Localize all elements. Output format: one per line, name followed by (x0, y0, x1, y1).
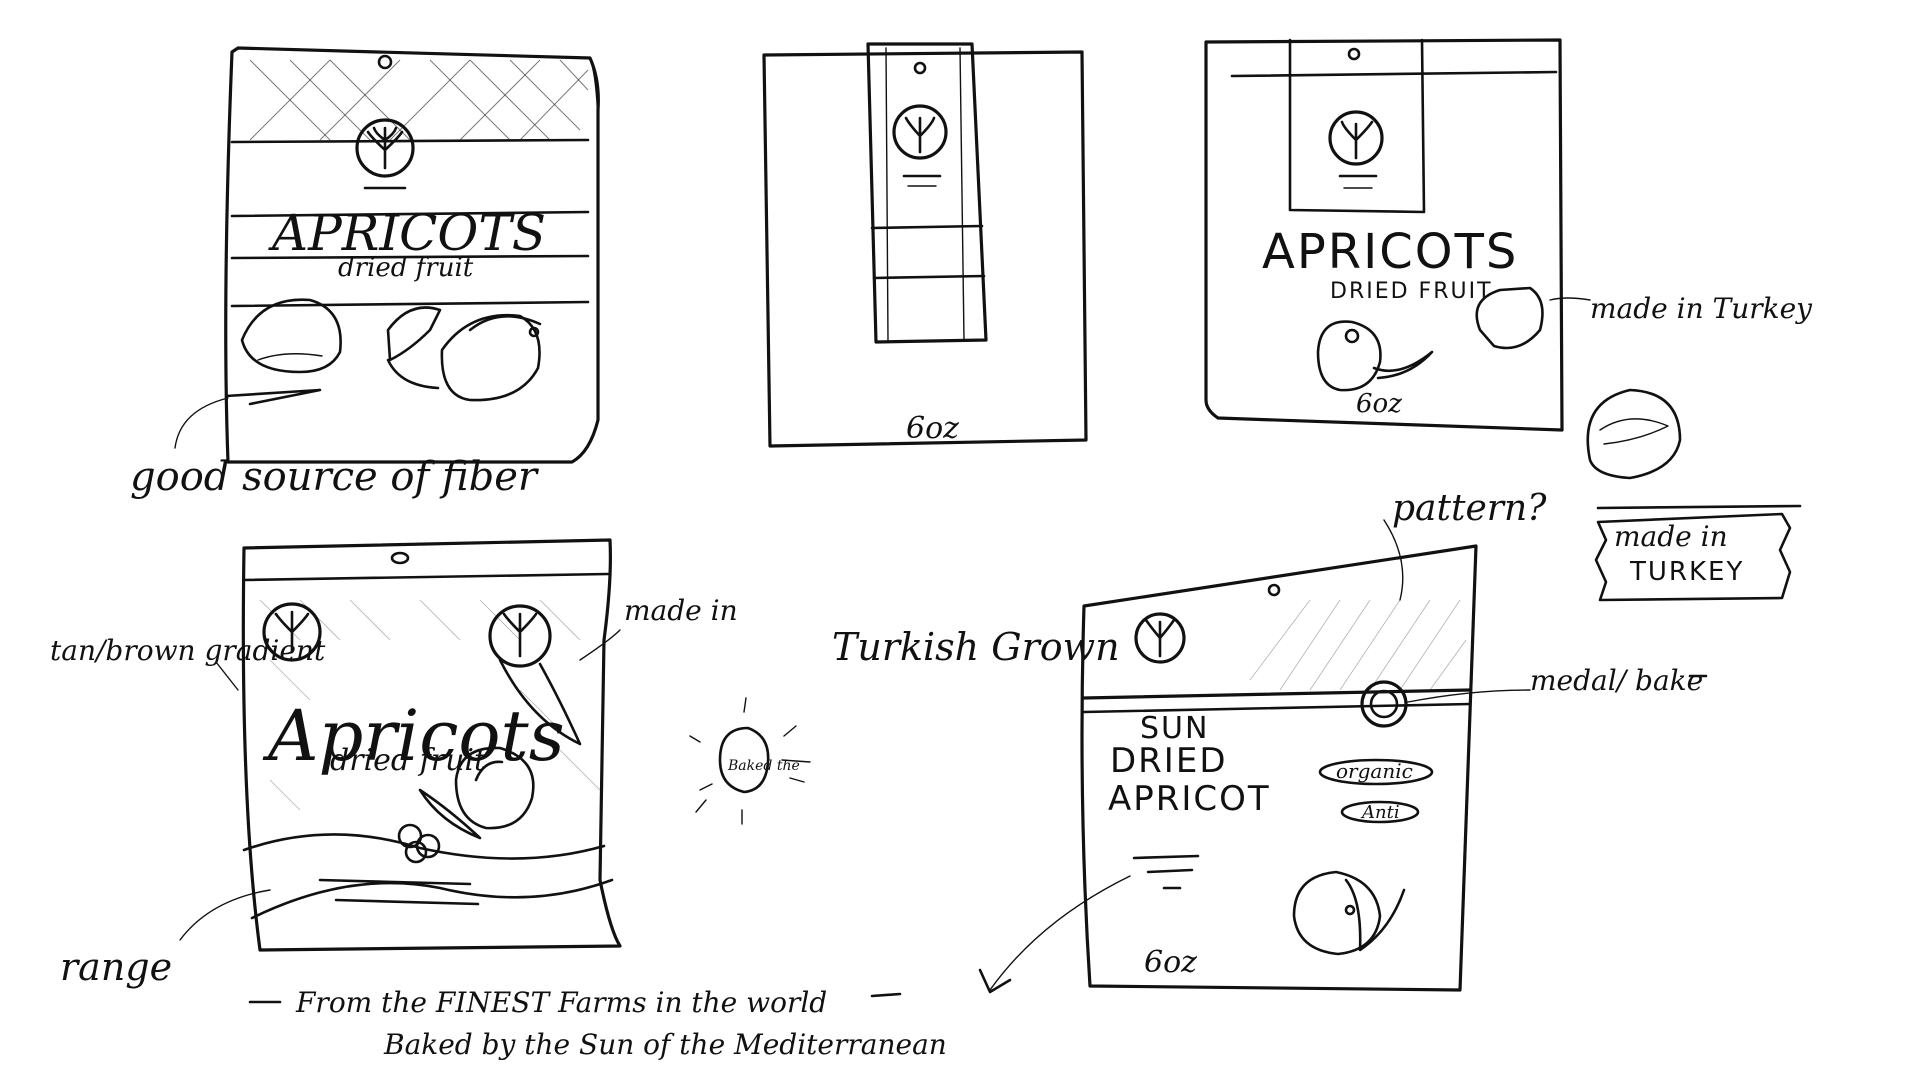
sun-badge: Baked the (689, 697, 811, 825)
sketch-5-badge-organic: organic (1318, 758, 1434, 786)
sketch-3-logo (1328, 110, 1384, 189)
svg-text:Anti: Anti (1360, 802, 1400, 823)
pattern-note: pattern? (1392, 488, 1547, 529)
sketch-5-package: medal/ bake SUN DRIED APRICOT organic An… (978, 519, 1708, 994)
sketch-1-title: APRICOTS (268, 204, 546, 262)
sketch-5-weight: 6oz (1144, 945, 1197, 980)
sketch-4-note-made-in: made in (624, 594, 738, 627)
sketch-3-label-panel (1288, 38, 1426, 214)
sketch-1-hatching (249, 59, 589, 141)
made-in-turkey-line2: TURKEY (1629, 557, 1744, 587)
sketch-5-band-line-1 (1082, 688, 1472, 700)
sketch-5-tagline-leader (989, 875, 1131, 991)
sketch-3-note-turkey: made in Turkey (1590, 292, 1813, 325)
sketch-4-package: Apricots dried fruit tan/brown gradient … (50, 538, 738, 989)
sketch-2-hang-hole (913, 61, 927, 75)
tagline-line-2: Baked by the Sun of the Mediterranean (383, 1028, 947, 1061)
sketch-5-tagline-arrowhead (978, 968, 1012, 994)
sketch-2-package: 6oz (762, 42, 1088, 448)
sketch-3-turkey-badge (1475, 286, 1544, 350)
sketch-3-package: APRICOTS DRIED FRUIT 6oz made in Turkey (1204, 38, 1813, 480)
tagline-line-1: From the FINEST Farms in the world (295, 986, 827, 1019)
sketch-4-fruit-illustration (397, 746, 535, 864)
sketch-4-title: Apricots (262, 695, 565, 777)
sketch-5-title-line2: DRIED (1110, 741, 1228, 781)
sketch-3-hang-hole (1347, 47, 1361, 61)
sketch-3-top-line (1230, 70, 1558, 78)
sketch-4-note-gradient: tan/brown gradient (50, 634, 326, 667)
sketch-5-medal (1360, 680, 1408, 728)
made-in-turkey-box: made in TURKEY (1594, 504, 1802, 602)
turkish-grown-label: Turkish Grown (832, 625, 1120, 669)
made-in-turkey-line1: made in (1614, 520, 1728, 553)
sun-badge-text: Baked the (727, 758, 800, 774)
sketch-5-title-line1: SUN (1140, 711, 1209, 746)
sketch-1-package: APRICOTS dried fruit good source of fibe… (130, 46, 600, 500)
sketch-5-pattern-leader (1383, 519, 1404, 601)
sketch-3-subtitle: DRIED FRUIT (1330, 279, 1493, 304)
sketch-4-outline (241, 538, 622, 952)
sketch-3-map-shape (1599, 418, 1669, 445)
sketch-5-outline (1080, 544, 1478, 992)
tagline: From the FINEST Farms in the world Baked… (248, 986, 947, 1061)
sketch-3-turkey-leader (1549, 297, 1591, 301)
sketch-3-fruit-illustration (1316, 320, 1434, 392)
sketch-4-gradient-leader (215, 661, 239, 691)
svg-text:organic: organic (1336, 759, 1413, 783)
sketch-4-wave-bottom (250, 878, 614, 920)
sketch-5-hang-hole (1267, 583, 1281, 597)
sketch-2-outline (762, 50, 1088, 448)
sketch-1-note-fiber: good source of fiber (130, 454, 540, 500)
sketch-1-fiber-bar (224, 388, 322, 406)
sketch-5-text-lines (1132, 854, 1200, 890)
sketch-2-band-dividers (870, 224, 986, 280)
turkish-grown-note: Turkish Grown Baked the (689, 625, 1120, 825)
sketch-3-title: APRICOTS (1262, 224, 1518, 280)
sketch-1-title-rule-bottom (230, 300, 590, 308)
sketch-1-gusset (588, 56, 600, 112)
sketch-4-made-in-leader (579, 629, 621, 661)
sketch-5-logo (1134, 612, 1186, 664)
sketch-4-bottom-lines (318, 878, 480, 906)
sketch-4-top-seal (242, 572, 610, 582)
sketch-5-pattern-hatching (1249, 599, 1467, 691)
sketch-1-fiber-leader (174, 397, 229, 449)
tagline-dash-right (870, 992, 902, 998)
sketch-1-hang-hole (377, 54, 393, 70)
sketch-1-fruit-illustration (240, 298, 542, 402)
sketch-2-band-inner (885, 47, 965, 341)
sketch-1-logo (355, 118, 415, 190)
sketch-1-title-rule-mid (230, 254, 590, 260)
sketch-3-outline (1204, 38, 1564, 432)
sketch-5-note-medal: medal/ bake (1530, 664, 1703, 697)
sketch-2-weight: 6oz (906, 411, 959, 446)
sketch-2-logo (892, 104, 948, 187)
sketch-1-title-rule-top (230, 210, 590, 218)
sketch-5-fruit-illustration (1292, 870, 1406, 956)
sketch-4-logo (262, 602, 322, 662)
sketch-5-medal-leader (1407, 689, 1531, 703)
sketch-5-title-line3: APRICOT (1108, 779, 1271, 819)
sketch-2-band (866, 42, 988, 344)
sketch-4-wave-top (242, 833, 606, 860)
sketch-3-map-badge (1586, 388, 1682, 480)
sketch-4-hang-hole (390, 551, 410, 565)
sketch-5-badge-2: Anti (1340, 800, 1420, 824)
sketch-4-subtitle: dried fruit (330, 743, 487, 778)
sketch-4-medal (488, 604, 582, 746)
sketch-4-range-leader (179, 889, 271, 941)
sketch-1-top-band-line (230, 138, 590, 144)
sketch-4-note-range: range (60, 945, 172, 989)
sketch-3-weight: 6oz (1356, 389, 1402, 419)
